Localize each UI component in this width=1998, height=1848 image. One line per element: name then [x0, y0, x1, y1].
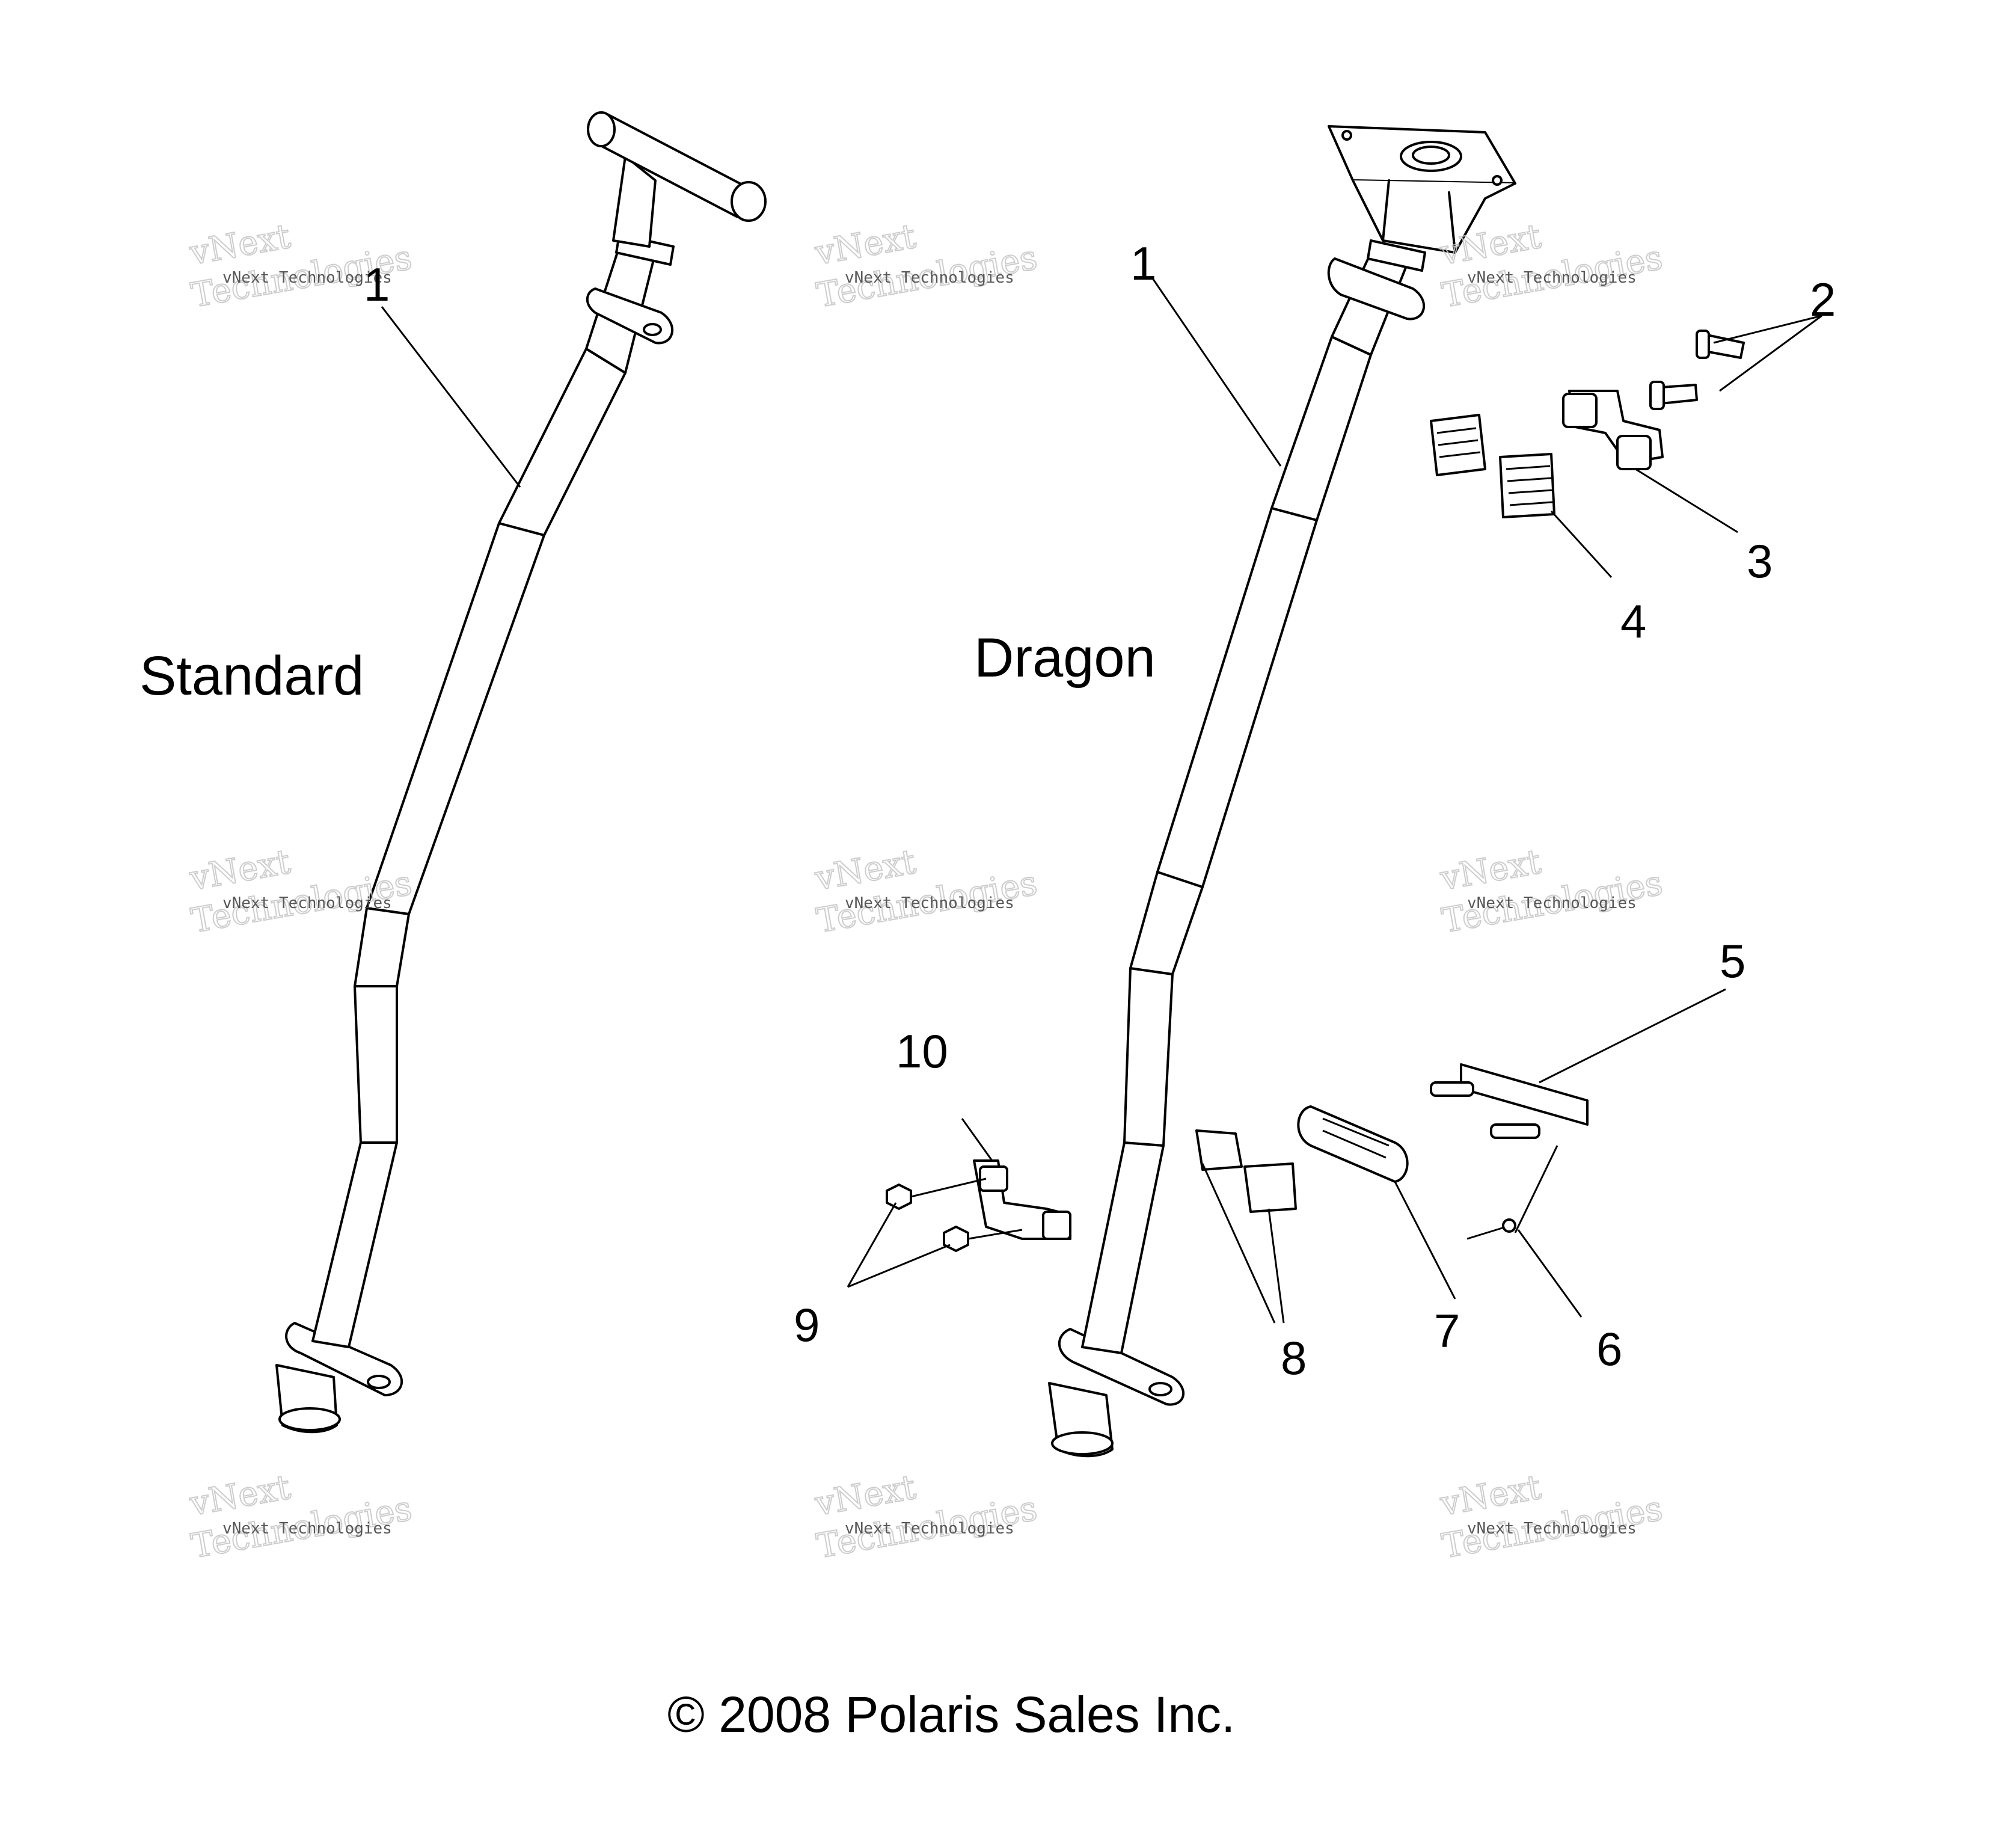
standard-steering-post: [275, 111, 767, 1434]
watermark-small: vNext Technologies: [1467, 1520, 1637, 1538]
callout-dragon-1: 1: [1130, 237, 1156, 290]
cotter-pin: [1466, 1218, 1516, 1240]
bolt-parts: [1649, 330, 1745, 410]
callout-9: 9: [794, 1298, 820, 1351]
section-label-standard: Standard: [139, 645, 364, 707]
watermark-small: vNext Technologies: [845, 894, 1014, 912]
watermark-small: vNext Technologies: [845, 1520, 1014, 1538]
callout-2: 2: [1810, 273, 1836, 326]
upper-bushings: [1430, 414, 1555, 518]
callout-10: 10: [896, 1025, 948, 1078]
callout-5: 5: [1720, 935, 1745, 987]
copyright-text: © 2008 Polaris Sales Inc.: [667, 1686, 1235, 1743]
callout-4: 4: [1620, 595, 1646, 648]
lower-bushings: [1195, 1129, 1297, 1213]
callout-standard-1: 1: [364, 258, 390, 311]
watermark-small: vNext Technologies: [1467, 894, 1637, 912]
callout-6: 6: [1596, 1322, 1622, 1375]
leader-lines: [381, 276, 1822, 1324]
watermark-small: vNext Technologies: [845, 269, 1014, 287]
upper-clamp-bracket: [1562, 390, 1664, 470]
dragon-steering-post: [1048, 125, 1516, 1458]
watermark-small: vNext Technologies: [222, 894, 392, 912]
callout-3: 3: [1747, 535, 1773, 588]
watermark-small: vNext Technologies: [1467, 269, 1637, 287]
watermarks: vNext Technologies vNext Technologies vN…: [186, 216, 1666, 1567]
nuts: [886, 1183, 969, 1252]
lower-clamp-bracket: [973, 1159, 1071, 1240]
watermark-small: vNext Technologies: [222, 269, 392, 287]
watermark-small: vNext Technologies: [222, 1520, 392, 1538]
callout-7: 7: [1434, 1304, 1460, 1357]
section-label-dragon: Dragon: [974, 627, 1156, 689]
pin-plate: [1430, 1063, 1589, 1139]
spacer-block: [1297, 1105, 1409, 1183]
callout-8: 8: [1281, 1331, 1307, 1384]
